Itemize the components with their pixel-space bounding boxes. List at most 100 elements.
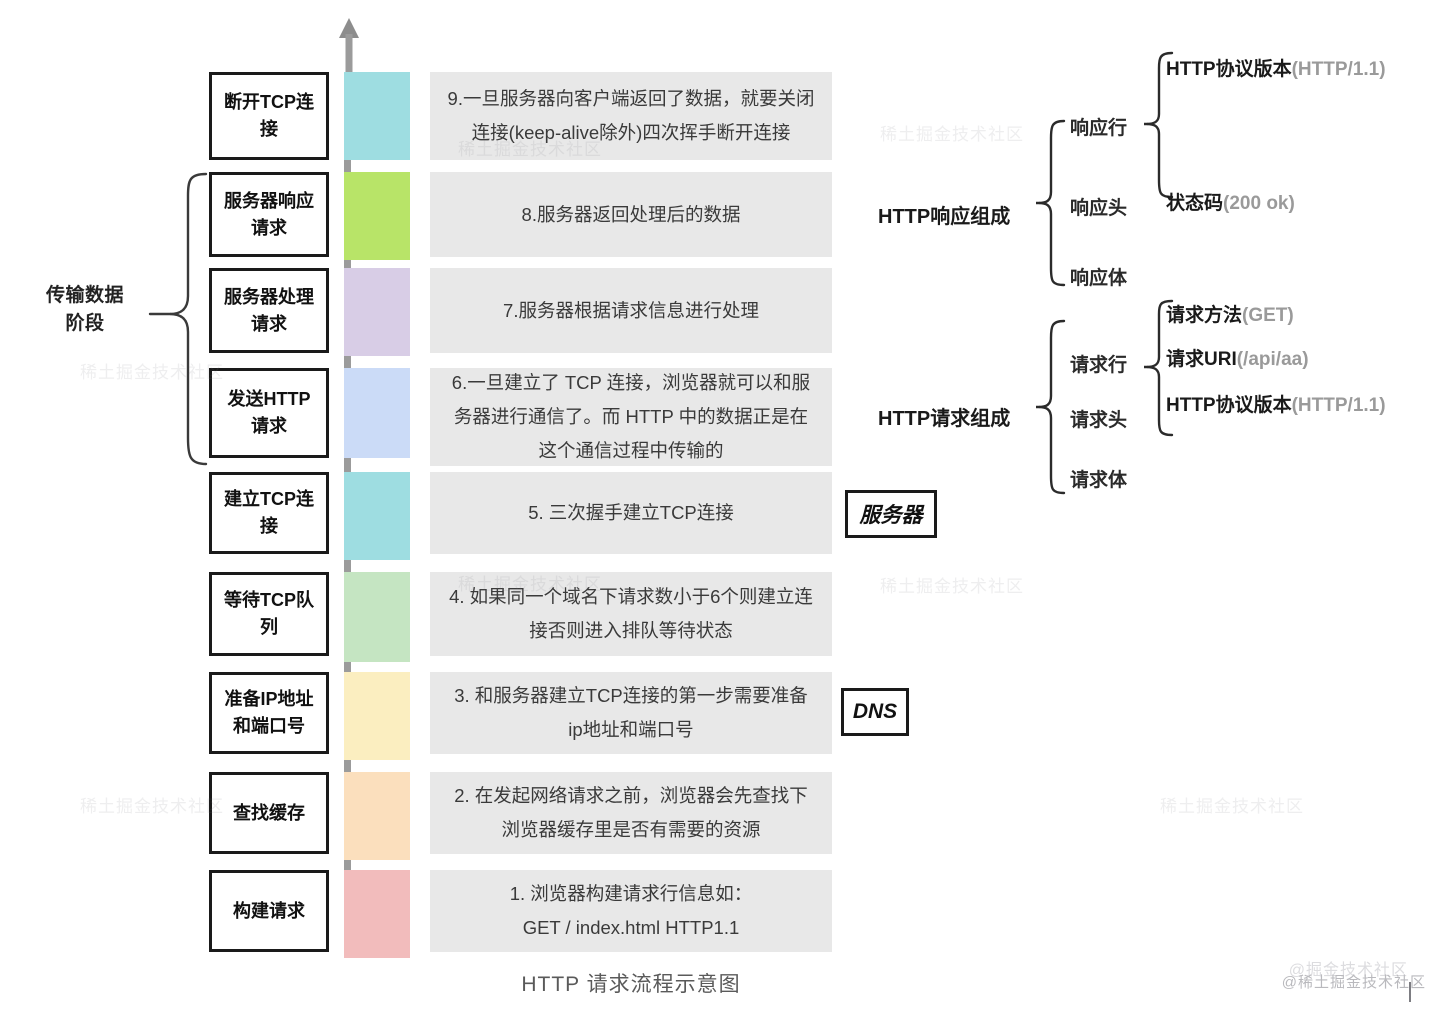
watermark-tile: 稀土掘金技术社区: [80, 797, 224, 816]
step-label-line1: 建立TCP连: [224, 489, 314, 509]
tree-node-response-body: 响应体: [1070, 268, 1128, 289]
stage-label-line1: 传输数据: [45, 285, 124, 306]
step-label-line2: 接: [260, 516, 278, 536]
step-description-line2: 浏览器缓存里是否有需要的资源: [501, 819, 761, 840]
leaf-label: HTTP协议版本: [1166, 59, 1292, 80]
step-label-line1: 准备IP地址: [224, 689, 314, 709]
step-description: 5. 三次握手建立TCP连接: [430, 472, 832, 554]
response-line-brace-icon: [1144, 51, 1174, 199]
step-description-line1: 6.一旦建立了 TCP 连接，浏览器就可以和服: [451, 372, 811, 393]
tree-leaf-request-uri: 请求URI(/api/aa): [1166, 344, 1309, 371]
step-label-text: 构建请求: [233, 898, 305, 925]
step-color-swatch: [344, 268, 410, 356]
leaf-label: HTTP协议版本: [1166, 395, 1292, 416]
step-label-line1: 查找缓存: [233, 802, 305, 823]
step-description-line1: 8.服务器返回处理后的数据: [521, 203, 741, 225]
step-label-box: 查找缓存: [209, 772, 329, 854]
step-description-text: 3. 和服务器建立TCP连接的第一步需要准备 ip地址和端口号: [454, 679, 808, 747]
tree-root-response: HTTP响应组成: [878, 206, 1011, 228]
step-description-line2: ip地址和端口号: [568, 719, 694, 740]
step-color-swatch: [344, 672, 410, 760]
response-brace-icon: [1036, 119, 1066, 287]
step-description-line1: 9.一旦服务器向客户端返回了数据，就要关闭: [447, 88, 815, 109]
step-color-swatch: [344, 572, 410, 662]
timeline-up-arrow-icon: [339, 18, 359, 78]
tree-leaf-request-method: 请求方法(GET): [1166, 300, 1294, 327]
step-label-line2: 和端口号: [232, 716, 305, 736]
step-description-text: 5. 三次握手建立TCP连接: [528, 496, 734, 530]
side-tag-server: 服务器: [845, 490, 937, 538]
step-label-text: 断开TCP连接: [224, 89, 314, 143]
step-label-line1: 构建请求: [233, 900, 305, 921]
step-description-line1: 1. 浏览器构建请求行信息如：: [509, 883, 753, 904]
http-composition-tree: HTTP响应组成 响应行 响应头 响应体 HTTP协议版本(HTTP/1.1) …: [860, 51, 1440, 520]
step-label-text: 查找缓存: [233, 800, 305, 827]
tree-leaf-status-code: 状态码(200 ok): [1166, 188, 1295, 215]
diagram-caption: HTTP 请求流程示意图: [521, 973, 741, 996]
step-label-box: 建立TCP连接: [209, 472, 329, 554]
tree-leaf-http-version-request: HTTP协议版本(HTTP/1.1): [1166, 390, 1386, 417]
step-label-box: 构建请求: [209, 870, 329, 952]
step-description: 2. 在发起网络请求之前，浏览器会先查找下浏览器缓存里是否有需要的资源: [430, 772, 832, 854]
leaf-value: (200 ok): [1223, 193, 1295, 214]
stage-curly-brace-icon: [148, 172, 208, 466]
step-label-line2: 列: [260, 617, 278, 637]
tree-root-request: HTTP请求组成: [878, 408, 1011, 430]
step-label-box: 等待TCP队列: [209, 572, 329, 656]
step-label-line1: 发送HTTP: [227, 389, 311, 409]
side-tag-dns-label: DNS: [852, 700, 898, 723]
step-description-text: 2. 在发起网络请求之前，浏览器会先查找下浏览器缓存里是否有需要的资源: [454, 779, 808, 847]
step-description-text: 4. 如果同一个域名下请求数小于6个则建立连接否则进入排队等待状态: [449, 580, 813, 648]
step-color-swatch: [344, 870, 410, 958]
request-line-brace-icon: [1144, 299, 1174, 437]
leaf-label: 状态码: [1166, 193, 1224, 214]
step-label-text: 服务器响应请求: [224, 188, 314, 242]
step-description: 7.服务器根据请求信息进行处理: [430, 268, 832, 353]
step-label-line1: 服务器处理: [224, 286, 314, 307]
leaf-value: (/api/aa): [1236, 349, 1309, 370]
tree-node-response-header: 响应头: [1070, 198, 1128, 219]
step-description: 8.服务器返回处理后的数据: [430, 172, 832, 257]
step-description-text: 6.一旦建立了 TCP 连接，浏览器就可以和服务器进行通信了。而 HTTP 中的…: [452, 366, 810, 468]
step-description-line1: 4. 如果同一个域名下请求数小于6个则建立连: [449, 586, 813, 607]
stage-label-line2: 阶段: [65, 313, 105, 334]
watermark-corner-secondary: @掘金技术社区: [1288, 962, 1408, 979]
step-description-text: 9.一旦服务器向客户端返回了数据，就要关闭连接(keep-alive除外)四次挥…: [448, 82, 815, 150]
step-label-line1: 等待TCP队: [224, 590, 314, 610]
step-description-line1: 3. 和服务器建立TCP连接的第一步需要准备: [454, 685, 808, 706]
step-label-line2: 接: [260, 119, 278, 139]
side-tag-dns: DNS: [841, 688, 909, 736]
step-color-swatch: [344, 72, 410, 160]
step-description: 3. 和服务器建立TCP连接的第一步需要准备 ip地址和端口号: [430, 672, 832, 754]
tree-node-response-line: 响应行: [1070, 118, 1128, 139]
watermark-tile: 稀土掘金技术社区: [880, 577, 1024, 596]
step-label-text: 等待TCP队列: [224, 587, 314, 641]
leaf-value: (GET): [1242, 305, 1294, 326]
step-label-line1: 断开TCP连: [224, 92, 314, 112]
step-description-text: 7.服务器根据请求信息进行处理: [503, 294, 759, 328]
transmission-stage-group: 传输数据 阶段: [30, 170, 210, 470]
step-label-line2: 请求: [251, 313, 287, 334]
step-label-text: 准备IP地址和端口号: [224, 686, 313, 740]
step-description-line1: 7.服务器根据请求信息进行处理: [503, 299, 759, 321]
step-color-swatch: [344, 368, 410, 458]
tree-node-request-body: 请求体: [1070, 470, 1128, 491]
step-description: 4. 如果同一个域名下请求数小于6个则建立连接否则进入排队等待状态: [430, 572, 832, 656]
step-label-box: 断开TCP连接: [209, 72, 329, 160]
step-label-line2: 请求: [251, 416, 287, 436]
step-label-line2: 请求: [251, 217, 287, 238]
tree-leaf-http-version-response: HTTP协议版本(HTTP/1.1): [1166, 54, 1386, 81]
transmission-stage-label: 传输数据 阶段: [30, 282, 140, 338]
step-label-box: 发送HTTP 请求: [209, 368, 329, 458]
step-description-line2: 连接(keep-alive除外)四次挥手断开连接: [471, 122, 791, 143]
step-label-text: 发送HTTP 请求: [228, 386, 311, 440]
step-description-line2: 接否则进入排队等待状态: [529, 620, 733, 641]
leaf-value: (HTTP/1.1): [1291, 395, 1386, 416]
leaf-value: (HTTP/1.1): [1291, 59, 1386, 80]
step-label-text: 建立TCP连接: [224, 486, 314, 540]
step-description: 6.一旦建立了 TCP 连接，浏览器就可以和服务器进行通信了。而 HTTP 中的…: [430, 368, 832, 466]
step-label-box: 准备IP地址和端口号: [209, 672, 329, 754]
step-label-line1: 服务器响应: [224, 190, 314, 211]
corner-tick-mark: [1409, 982, 1411, 1002]
step-label-text: 服务器处理请求: [224, 284, 314, 338]
